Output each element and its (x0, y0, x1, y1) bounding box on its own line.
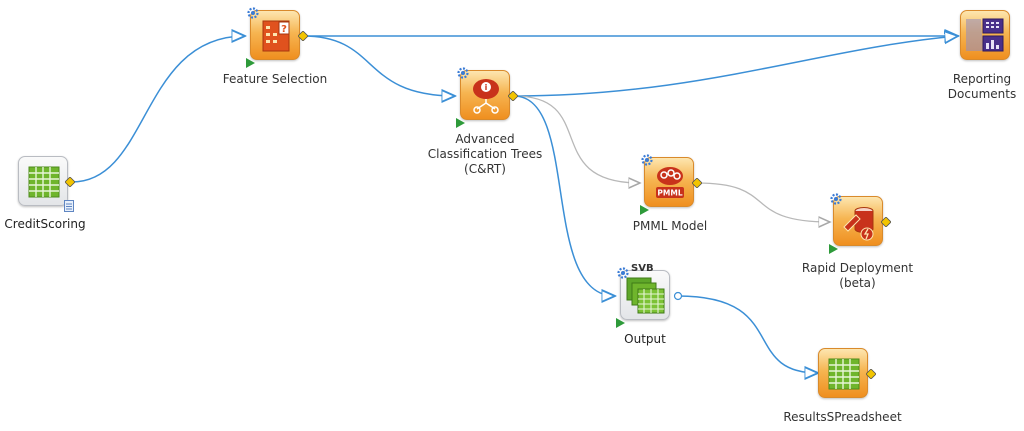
node-label-cart-line1: Advanced (455, 132, 515, 146)
run-icon[interactable] (245, 58, 255, 68)
gear-icon[interactable] (640, 153, 654, 167)
pmml-badge: PMML (657, 189, 682, 198)
output-port-icon[interactable] (692, 178, 702, 188)
rapid-deployment-icon (833, 196, 883, 246)
node-label-rapiddeployment: Rapid Deployment (beta) (800, 261, 915, 291)
node-rapiddeployment[interactable] (829, 193, 891, 254)
svg-text:i: i (485, 83, 488, 92)
output-port-icon[interactable] (298, 31, 308, 41)
node-featureselection[interactable]: ? (246, 7, 308, 68)
feature-selection-icon: ? (250, 10, 300, 60)
node-label-rapiddeployment-line1: Rapid Deployment (801, 261, 914, 275)
node-resultsspreadsheet[interactable] (818, 348, 876, 400)
node-label-cart: Advanced Classification Trees (C&RT) (420, 132, 550, 177)
output-workbooks-icon (620, 270, 670, 320)
link-pmml-rapiddeployment[interactable] (696, 182, 830, 222)
output-port-icon[interactable] (881, 217, 891, 227)
run-icon[interactable] (455, 118, 465, 128)
node-label-reportingdocuments: Reporting Documents (940, 72, 1024, 102)
node-label-reportingdocuments-line1: Reporting (952, 72, 1012, 86)
node-creditscoring[interactable] (18, 156, 75, 212)
node-cart[interactable]: i (456, 67, 518, 128)
node-label-pmmlmodel: PMML Model (632, 219, 708, 233)
node-reportingdocuments[interactable] (960, 10, 1012, 62)
link-cart-pmml[interactable] (513, 95, 640, 183)
gear-icon[interactable] (456, 66, 470, 80)
gear-icon[interactable] (829, 192, 843, 206)
node-label-output: Output (624, 332, 666, 346)
run-icon[interactable] (639, 205, 649, 215)
link-featureselection-cart[interactable] (302, 35, 455, 96)
node-label-cart-line3: (C&RT) (464, 162, 506, 176)
svb-badge: SVB (631, 263, 654, 274)
pmml-model-icon: PMML (644, 157, 694, 207)
svg-text:?: ? (281, 24, 287, 35)
classification-tree-icon: i (460, 70, 510, 120)
link-creditscoring-featureselection[interactable] (71, 36, 245, 183)
link-cart-output[interactable] (513, 95, 615, 296)
node-pmmlmodel[interactable]: PMML (640, 154, 702, 215)
node-output[interactable]: SVB (616, 263, 683, 328)
node-label-rapiddeployment-line2: (beta) (839, 276, 876, 290)
run-icon[interactable] (615, 318, 625, 328)
link-cart-reporting[interactable] (513, 36, 958, 97)
gear-icon[interactable] (616, 266, 630, 280)
output-port-icon[interactable] (65, 177, 75, 187)
node-label-featureselection: Feature Selection (222, 72, 328, 86)
output-port-icon[interactable] (508, 91, 518, 101)
node-label-reportingdocuments-line2: Documents (947, 87, 1017, 101)
node-label-cart-line2: Classification Trees (427, 147, 543, 161)
document-icon (64, 200, 74, 212)
node-label-creditscoring: CreditScoring (4, 217, 86, 231)
gear-icon[interactable] (246, 6, 260, 20)
output-port-icon[interactable] (673, 291, 683, 301)
link-output-results[interactable] (677, 295, 818, 373)
spreadsheet-icon (18, 156, 68, 206)
run-icon[interactable] (828, 244, 838, 254)
node-label-resultsspreadsheet: ResultsSPreadsheet (783, 410, 902, 424)
spreadsheet-icon (818, 348, 868, 398)
reporting-documents-icon (960, 10, 1010, 60)
output-port-icon[interactable] (866, 369, 876, 379)
